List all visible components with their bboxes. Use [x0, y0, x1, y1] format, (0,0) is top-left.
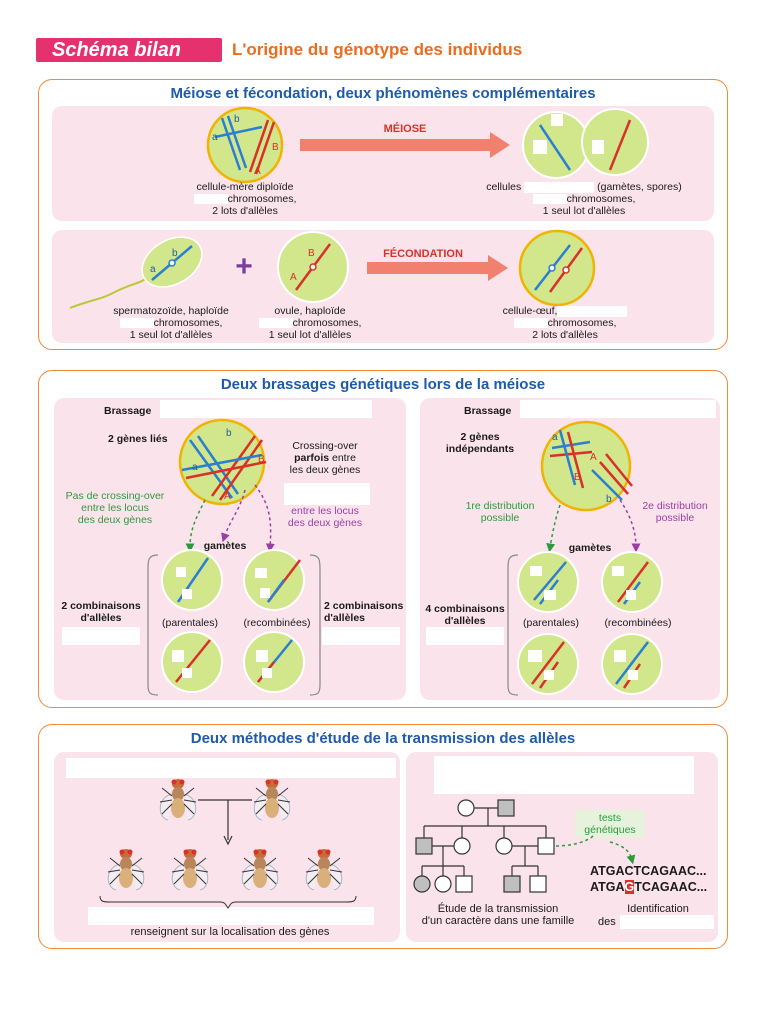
header-badge: [36, 38, 222, 62]
pedigree-caption: Étude de la transmission d'un caractère …: [421, 903, 575, 927]
linked-allele-B: B: [258, 454, 265, 465]
linked-genes-cell: a b A B: [178, 418, 267, 506]
arrow-crossing-2: [254, 484, 275, 553]
between-loci-label: entre les locus des deux gènes: [287, 505, 363, 529]
crosses-title-blank: [66, 758, 396, 778]
allele-label-a: a: [212, 132, 218, 143]
linked-allele-a: a: [192, 462, 198, 473]
allele-label-A: A: [254, 166, 261, 177]
sperm-label: spermatozoïde, haploïde chromosomes, 1 s…: [113, 305, 229, 341]
egg-cell: [518, 229, 596, 307]
crosses-result-blank: [88, 907, 374, 925]
tests-label: tests génétiques: [575, 810, 645, 838]
linked-allele-b: b: [226, 428, 232, 439]
offspring-fly-1: [107, 848, 145, 891]
arrow-dist1: [546, 504, 561, 553]
dna-seq-1: ATGACTCAGAAC...: [590, 864, 707, 878]
right-recombinees-label: (recombinées): [604, 617, 672, 629]
indep-allele-b: b: [606, 494, 612, 505]
plus-sign: +: [235, 250, 253, 283]
combos-left-blank: [62, 627, 140, 645]
indep-allele-B: B: [574, 472, 581, 483]
pedigree-title-blank: [434, 756, 694, 794]
egg-label: cellule-œuf, chromosomes, 2 lots d'allèl…: [490, 305, 640, 341]
offspring-fly-4: [305, 848, 343, 891]
brassage-diagram: a b A B a b: [147, 418, 663, 696]
ovule-cell: A B: [277, 231, 349, 303]
section3-title: Deux méthodes d'étude de la transmission…: [190, 730, 576, 747]
no-crossing-label: Pas de crossing-over entre les locus des…: [65, 490, 165, 526]
fecondation-arrow: [367, 255, 508, 281]
combos-four-blank: [426, 627, 504, 645]
left-recombinees-label: (recombinées): [243, 617, 311, 629]
pedigree-tree: [413, 799, 555, 893]
brassage-right-blank: [520, 400, 716, 418]
brassage-right-heading: Brassage: [464, 405, 512, 417]
dna-seq-2: ATGAGTCAGAAC...: [590, 880, 708, 894]
combos-right-blank: [322, 627, 400, 645]
section1-title: Méiose et fécondation, deux phénomènes c…: [170, 85, 596, 102]
left-gametes: [161, 549, 305, 693]
mutation-highlight: G: [624, 880, 635, 894]
offspring-fly-3: [241, 848, 279, 891]
indep-allele-A: A: [590, 452, 597, 463]
mother-cell: a b A B: [206, 106, 284, 184]
header-badge-text: Schéma bilan: [52, 39, 181, 61]
genes-lies-label: 2 gènes liés: [108, 433, 168, 445]
sperm-allele-a: a: [150, 264, 156, 275]
arrow-no-crossing: [185, 499, 206, 553]
combos-right-label: 2 combinaisons d'allèles: [324, 600, 404, 624]
allele-label-b: b: [234, 114, 240, 125]
daughter-cells-label: cellules (gamètes, spores) chromosomes, …: [486, 181, 682, 217]
genes-independants-label: 2 gènes indépendants: [445, 431, 515, 455]
brassage-left-heading: Brassage: [104, 405, 152, 417]
combos-left-label: 2 combinaisons d'allèles: [61, 600, 141, 624]
page-title: L'origine du génotype des individus: [232, 40, 523, 59]
transmission-diagram: [99, 778, 636, 909]
left-parentales-label: (parentales): [161, 617, 219, 629]
crosses-caption: renseignent sur la localisation des gène…: [130, 926, 330, 938]
ovule-label: ovule, haploïde chromosomes, 1 seul lot …: [245, 305, 375, 341]
indep-allele-a: a: [552, 432, 558, 443]
parent-fly-2: [253, 778, 291, 821]
ovule-allele-B: B: [308, 248, 315, 259]
meiose-arrow: [300, 132, 510, 158]
right-gametes: [517, 551, 663, 695]
dist1-label: 1re distribution possible: [465, 500, 535, 524]
parent-fly-1: [159, 778, 197, 821]
meiose-fecondation-diagram: a b A B MÉIOSE a b + A B FÉCONDATION: [69, 106, 649, 309]
independent-genes-cell: a b A B: [540, 420, 633, 512]
sperm-allele-b: b: [172, 248, 178, 259]
offspring-fly-2: [171, 848, 209, 891]
brassage-left-blank: [160, 400, 372, 418]
allele-label-B: B: [272, 142, 279, 153]
right-parentales-label: (parentales): [522, 617, 580, 629]
crossing-over-label: Crossing-over parfois entre les deux gèn…: [289, 440, 361, 476]
daughter-cells: [522, 108, 649, 179]
linked-allele-A: A: [224, 491, 231, 502]
meiose-arrow-label: MÉIOSE: [384, 122, 427, 135]
dist2-label: 2e distribution possible: [642, 500, 708, 524]
combos-four-label: 4 combinaisons d'allèles: [425, 603, 505, 627]
gametes-right-label: gamètes: [568, 542, 612, 554]
ovule-allele-A: A: [290, 272, 297, 283]
arrow-crossing-1: [221, 489, 246, 543]
mother-cell-label: cellule-mère diploïde chromosomes, 2 lot…: [170, 181, 320, 217]
gametes-left-label: gamètes: [203, 540, 247, 552]
arrow-dist2: [619, 499, 641, 553]
section2-title: Deux brassages génétiques lors de la méi…: [220, 376, 546, 393]
fecondation-arrow-label: FÉCONDATION: [383, 247, 463, 260]
sperm-cell: a b: [69, 236, 203, 309]
crossing-blank: [284, 483, 370, 505]
identification-caption: Identification des: [598, 903, 718, 929]
